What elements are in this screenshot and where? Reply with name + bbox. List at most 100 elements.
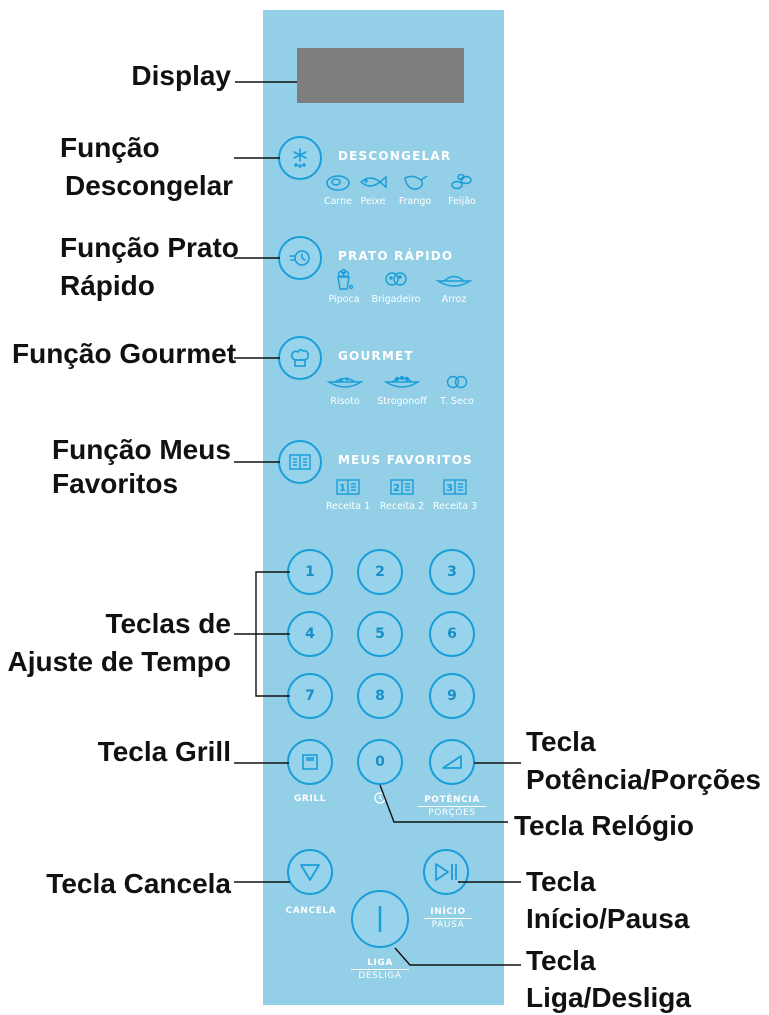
leader-on-off: [394, 947, 521, 966]
start-pause-button[interactable]: [423, 849, 469, 895]
callout-clock: Tecla Relógio: [514, 810, 694, 841]
option-label: Brigadeiro: [371, 294, 421, 305]
key-9[interactable]: 9: [429, 673, 475, 719]
favorites-option-recipe-3: 3 Receita 3: [429, 476, 481, 512]
recipe-badge: 2: [393, 483, 400, 494]
beans-icon: [451, 173, 472, 190]
callout-cancel: Tecla Cancela: [46, 868, 231, 899]
start-label: INÍCIO: [424, 906, 472, 919]
quick-dish-title: PRATO RÁPIDO: [338, 249, 454, 263]
defrost-option-beans: Feijão: [436, 171, 488, 207]
callout-quick-line2: Rápido: [60, 270, 155, 301]
callout-defrost-line2: Descongelar: [65, 170, 234, 201]
popcorn-icon: [337, 269, 354, 290]
triangle-down-icon: [300, 864, 320, 881]
off-label: DESLIGA: [358, 971, 402, 981]
option-label: Feijão: [448, 196, 476, 207]
recipe-3-icon: 3: [443, 479, 467, 495]
option-label: Pipoca: [328, 294, 360, 305]
key-7[interactable]: 7: [287, 673, 333, 719]
callout-power-line1: Tecla: [526, 726, 596, 757]
callout-start-line1: Tecla: [526, 866, 596, 897]
grill-icon: [302, 754, 318, 770]
option-label: Receita 2: [379, 501, 425, 512]
power-portions-label: POTÊNCIA PORÇÕES: [418, 794, 486, 819]
grill-button[interactable]: [287, 739, 333, 785]
callout-power-line2: Potência/Porções: [526, 764, 761, 795]
gourmet-title: GOURMET: [338, 349, 414, 363]
option-label: T. Seco: [440, 396, 474, 407]
fish-icon: [359, 175, 387, 189]
chef-hat-icon: [291, 348, 309, 367]
recipe-book-icon: [289, 454, 311, 470]
power-portions-button[interactable]: [429, 739, 475, 785]
grill-label: GRILL: [293, 794, 327, 804]
option-label: Receita 3: [432, 501, 478, 512]
recipe-badge: 1: [339, 483, 346, 494]
key-8[interactable]: 8: [357, 673, 403, 719]
favorites-title: MEUS FAVORITOS: [338, 453, 473, 467]
chicken-icon: [404, 175, 428, 190]
callout-favorites-line1: Função Meus: [52, 434, 231, 465]
key-2[interactable]: 2: [357, 549, 403, 595]
start-pause-label: INÍCIO PAUSA: [424, 906, 472, 931]
power-ramp-icon: [442, 755, 462, 769]
on-off-button[interactable]: [351, 890, 409, 948]
callout-start-line2: Início/Pausa: [526, 903, 690, 934]
dried-tomato-icon: [446, 375, 468, 389]
callout-quick-line1: Função Prato: [60, 232, 239, 263]
risotto-dish-icon: [327, 377, 363, 388]
key-5[interactable]: 5: [357, 611, 403, 657]
rice-dish-icon: [436, 275, 472, 287]
key-3[interactable]: 3: [429, 549, 475, 595]
brigadeiro-icon: [385, 272, 407, 286]
callout-on-off-line2: Liga/Desliga: [526, 982, 691, 1013]
quick-option-popcorn: Pipoca: [318, 269, 370, 305]
strogonoff-dish-icon: [384, 375, 420, 388]
gourmet-option-dried-tomato: T. Seco: [431, 371, 483, 407]
snowflake-icon: [293, 148, 307, 168]
leader-clock: [379, 784, 508, 823]
quick-option-rice: Arroz: [428, 269, 480, 305]
gourmet-option-strogonoff: Strogonoff: [376, 371, 428, 407]
defrost-title: DESCONGELAR: [338, 149, 452, 163]
callout-gourmet: Função Gourmet: [12, 338, 237, 369]
defrost-option-fish: Peixe: [347, 171, 399, 207]
option-label: Receita 1: [325, 501, 371, 512]
callout-display: Display: [131, 60, 231, 91]
callout-time-keys-line1: Teclas de: [105, 608, 231, 639]
option-label: Arroz: [441, 294, 467, 305]
on-label: LIGA: [351, 957, 409, 970]
option-label: Frango: [398, 196, 432, 207]
key-1[interactable]: 1: [287, 549, 333, 595]
callout-grill: Tecla Grill: [97, 736, 231, 767]
defrost-option-meat: Carne: [312, 171, 364, 207]
option-label: Peixe: [360, 196, 386, 207]
callout-favorites-line2: Favoritos: [52, 468, 179, 499]
defrost-option-chicken: Frango: [389, 171, 441, 207]
key-0-label: 0: [375, 754, 385, 770]
favorites-option-recipe-1: 1 Receita 1: [322, 476, 374, 512]
callout-on-off-line1: Tecla: [526, 945, 596, 976]
quick-option-brigadeiro: Brigadeiro: [370, 269, 422, 305]
option-label: Carne: [323, 196, 353, 207]
recipe-badge: 3: [446, 483, 453, 494]
pause-label: PAUSA: [431, 920, 465, 930]
callout-time-keys-line2: Ajuste de Tempo: [7, 646, 231, 677]
favorites-option-recipe-2: 2 Receita 2: [376, 476, 428, 512]
recipe-1-icon: 1: [336, 479, 360, 495]
key-6[interactable]: 6: [429, 611, 475, 657]
cancel-button[interactable]: [287, 849, 333, 895]
key-0-clock[interactable]: 0: [357, 739, 403, 785]
meat-icon: [326, 175, 350, 191]
gourmet-option-risotto: Risoto: [319, 371, 371, 407]
option-label: Risoto: [330, 396, 360, 407]
key-4[interactable]: 4: [287, 611, 333, 657]
cancel-label: CANCELA: [285, 906, 337, 916]
play-pause-icon: [435, 863, 457, 881]
gourmet-button[interactable]: [278, 336, 322, 380]
power-label: POTÊNCIA: [418, 794, 486, 807]
fast-clock-icon: [289, 250, 310, 266]
power-line-icon: [378, 906, 382, 932]
